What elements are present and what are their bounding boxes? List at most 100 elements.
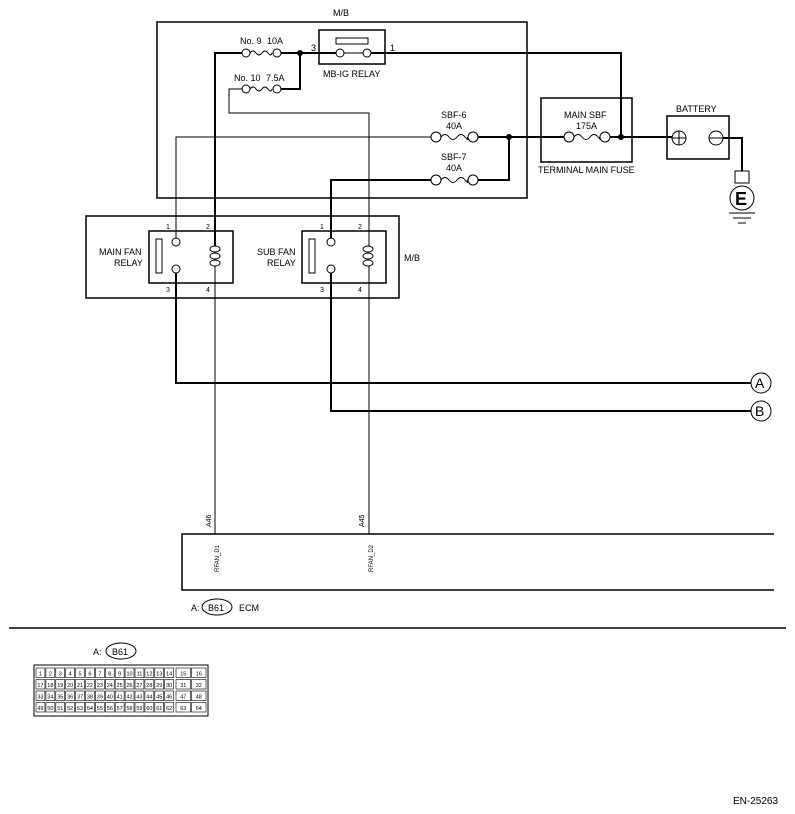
- pin-cell: [65, 690, 75, 701]
- main-fan-relay-coil-icon: [209, 245, 221, 267]
- sub-fan-relay-line2: RELAY: [267, 258, 296, 268]
- pin-cell: [105, 667, 115, 678]
- pin-cell: [164, 702, 174, 713]
- pin-cell: [95, 702, 105, 713]
- pin-cell: [114, 702, 125, 713]
- fuse-no9-rating: 10A: [267, 36, 283, 46]
- pin-number: 1: [39, 672, 42, 678]
- pin-cell: [85, 667, 95, 678]
- fuse-no9: No. 9 10A: [240, 36, 283, 58]
- pin-number: 18: [47, 683, 53, 689]
- pin-cell: [85, 702, 95, 713]
- pin-cell: [154, 690, 165, 701]
- pin-number: 44: [146, 695, 152, 701]
- pin-cell: [154, 667, 165, 678]
- main-fan-pin-2: 2: [206, 224, 210, 231]
- ecm-connector-prefix: A:: [191, 603, 200, 613]
- sbf6-name: SBF-6: [441, 110, 467, 120]
- pin-number: 61: [156, 706, 162, 712]
- pin-cell: [75, 690, 85, 701]
- fuse-no10-rating: 7.5A: [266, 73, 285, 83]
- main-sbf: MAIN SBF 175A TERMINAL MAIN FUSE: [538, 97, 635, 175]
- pin-number: 7: [98, 672, 101, 678]
- pin-cell: [105, 679, 115, 690]
- pin-cell: [35, 690, 46, 701]
- pin-number: 20: [67, 683, 73, 689]
- fan-relay-box-frame: [85, 215, 400, 299]
- pin-cell: [35, 667, 46, 678]
- main-fan-pin-1: 1: [166, 224, 170, 231]
- pin-cell: [75, 702, 85, 713]
- pin-number: 24: [107, 683, 113, 689]
- junction-dots: [297, 50, 624, 140]
- wires-thick: [175, 52, 751, 412]
- pin-number: 14: [166, 672, 172, 678]
- pin-cell: [124, 667, 135, 678]
- ecm-connector-id: B61: [208, 603, 224, 613]
- pin-cell: [95, 667, 105, 678]
- main-fan-pin-4: 4: [206, 287, 210, 294]
- pin-cell: [85, 690, 95, 701]
- pin-number: 3: [59, 672, 62, 678]
- connector-b: B: [750, 400, 772, 422]
- mbig-relay-label: MB-IG RELAY: [323, 69, 380, 79]
- connector-a: A: [750, 372, 772, 394]
- pin-number: 29: [156, 683, 162, 689]
- pin-cell: [95, 690, 105, 701]
- pinout-header: A: B61: [93, 642, 137, 660]
- pin-number: 5: [79, 672, 82, 678]
- pin-number: 56: [107, 706, 113, 712]
- pin-number: 15: [180, 672, 186, 678]
- pin-number: 45: [156, 695, 162, 701]
- sbf7-name: SBF-7: [441, 152, 467, 162]
- pin-cell: [191, 702, 207, 713]
- sub-fan-relay-line1: SUB FAN: [257, 247, 296, 257]
- pin-cell: [154, 679, 165, 690]
- pin-number: 9: [118, 672, 121, 678]
- pin-number: 48: [196, 695, 202, 701]
- pin-number: 32: [196, 683, 202, 689]
- pin-cell: [191, 690, 207, 701]
- sub-fan-pin-1: 1: [320, 224, 324, 231]
- sbf7-rating: 40A: [446, 163, 462, 173]
- wires-thin: [175, 88, 431, 534]
- pin-number: 60: [146, 706, 152, 712]
- pin-cell: [114, 667, 125, 678]
- pin-cell: [95, 679, 105, 690]
- pin-number: 16: [196, 672, 202, 678]
- fuse-no9-name: No. 9: [240, 36, 262, 46]
- pin-number: 10: [126, 672, 132, 678]
- pin-cell: [175, 667, 191, 678]
- pin-cell: [45, 679, 56, 690]
- pin-number: 46: [166, 695, 172, 701]
- main-box-label: M/B: [333, 8, 349, 18]
- pin-number: 19: [57, 683, 63, 689]
- pin-cell: [175, 690, 191, 701]
- pin-number: 36: [67, 695, 73, 701]
- sub-fan-pin-4: 4: [358, 287, 362, 294]
- pin-number: 41: [117, 695, 123, 701]
- pin-cell: [55, 702, 65, 713]
- main-fan-pin-3: 3: [166, 287, 170, 294]
- pin-number: 39: [97, 695, 103, 701]
- ecm-signal-rfan-d1: RFAN_D1: [215, 544, 221, 572]
- ecm-pin-a46: A46: [206, 514, 213, 527]
- ecm-signal-rfan-d2: RFAN_D2: [369, 544, 375, 572]
- pin-cell: [45, 667, 56, 678]
- main-sbf-name: MAIN SBF: [564, 110, 607, 120]
- main-fan-relay-line1: MAIN FAN: [99, 247, 142, 257]
- pin-cell: [65, 702, 75, 713]
- pin-cell: [134, 667, 145, 678]
- pin-number: 11: [137, 672, 143, 678]
- pin-number: 12: [146, 672, 152, 678]
- sub-fan-relay: SUB FAN RELAY 1 2 3 4: [257, 224, 387, 294]
- main-fan-relay: MAIN FAN RELAY 1 2 3 4: [99, 224, 234, 294]
- sbf6-rating: 40A: [446, 121, 462, 131]
- pin-number: 13: [156, 672, 162, 678]
- ecm-pin-a45: A45: [359, 514, 366, 527]
- pin-cell: [65, 679, 75, 690]
- pin-number: 6: [88, 672, 91, 678]
- pin-cell: [114, 690, 125, 701]
- main-sbf-caption: TERMINAL MAIN FUSE: [538, 165, 635, 175]
